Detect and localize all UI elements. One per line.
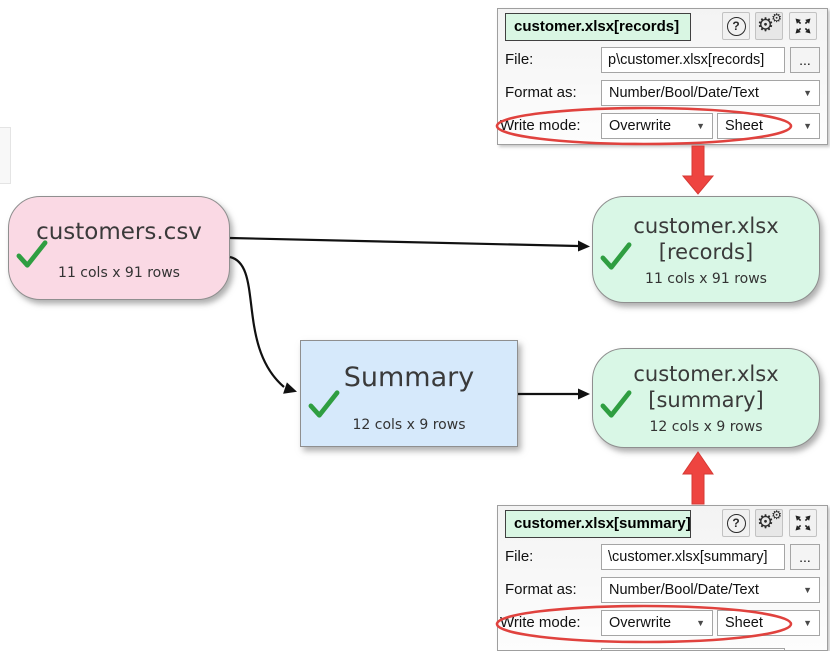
connector-source-to-records <box>229 236 590 252</box>
help-button[interactable]: ? <box>722 509 750 537</box>
expand-icon <box>795 18 811 34</box>
sheet-mode-dropdown[interactable]: Sheet ▼ <box>717 113 820 139</box>
node-customers-csv[interactable]: customers.csv 11 cols x 91 rows <box>8 196 230 300</box>
red-arrow-down-icon <box>681 145 715 195</box>
node-title: Summary <box>343 362 475 393</box>
node-customer-xlsx-records[interactable]: customer.xlsx [records] 11 cols x 91 row… <box>592 196 820 303</box>
format-as-label: Format as: <box>505 581 577 598</box>
gears-icon: ⚙ ⚙ <box>757 508 782 533</box>
browse-button[interactable]: ... <box>790 544 820 570</box>
chevron-down-icon: ▼ <box>696 121 705 131</box>
clipped-panel-edge <box>0 127 11 184</box>
format-as-dropdown[interactable]: Number/Bool/Date/Text ▼ <box>601 80 820 106</box>
gears-icon: ⚙ ⚙ <box>757 11 782 36</box>
connector-source-to-transform <box>229 255 297 394</box>
help-icon: ? <box>726 16 746 36</box>
settings-button[interactable]: ⚙ ⚙ <box>755 509 783 537</box>
node-customer-xlsx-summary[interactable]: customer.xlsx [summary] 12 cols x 9 rows <box>592 348 820 448</box>
write-mode-dropdown[interactable]: Overwrite ▼ <box>601 610 713 636</box>
expand-icon <box>795 515 811 531</box>
success-check-icon <box>600 390 632 418</box>
chevron-down-icon: ▼ <box>803 618 812 628</box>
file-path-input[interactable] <box>601 47 785 73</box>
success-check-icon <box>308 390 340 418</box>
expand-button[interactable] <box>789 12 817 40</box>
panel-title-input[interactable]: customer.xlsx[records] <box>505 13 691 41</box>
sheet-mode-dropdown[interactable]: Sheet ▼ <box>717 610 820 636</box>
help-icon: ? <box>726 513 746 533</box>
chevron-down-icon: ▼ <box>696 618 705 628</box>
file-label: File: <box>505 51 534 68</box>
format-as-dropdown[interactable]: Number/Bool/Date/Text ▼ <box>601 577 820 603</box>
file-path-input[interactable] <box>601 544 785 570</box>
write-mode-label: Write mode: <box>500 117 581 134</box>
output-panel-summary: customer.xlsx[summary] ? ⚙ ⚙ File: ... F… <box>497 505 828 651</box>
node-title: customers.csv <box>36 219 202 245</box>
chevron-down-icon: ▼ <box>803 585 812 595</box>
success-check-icon <box>600 242 632 270</box>
node-stats: 12 cols x 9 rows <box>352 417 466 433</box>
help-button[interactable]: ? <box>722 12 750 40</box>
node-stats: 12 cols x 9 rows <box>649 419 763 435</box>
node-stats: 11 cols x 91 rows <box>58 265 180 281</box>
write-mode-dropdown[interactable]: Overwrite ▼ <box>601 113 713 139</box>
chevron-down-icon: ▼ <box>803 88 812 98</box>
clipped-next-field <box>601 648 785 650</box>
success-check-icon <box>16 240 48 268</box>
chevron-down-icon: ▼ <box>803 121 812 131</box>
settings-button[interactable]: ⚙ ⚙ <box>755 12 783 40</box>
node-stats: 11 cols x 91 rows <box>645 270 767 287</box>
connector-transform-to-summary <box>518 388 590 400</box>
write-mode-label: Write mode: <box>500 614 581 631</box>
node-title: customer.xlsx [records] <box>633 213 779 264</box>
file-label: File: <box>505 548 534 565</box>
output-panel-records: customer.xlsx[records] ? ⚙ ⚙ File: ... F… <box>497 8 828 145</box>
red-arrow-up-icon <box>682 451 714 505</box>
panel-title-input[interactable]: customer.xlsx[summary] <box>505 510 691 538</box>
node-title: customer.xlsx [summary] <box>633 362 779 412</box>
browse-button[interactable]: ... <box>790 47 820 73</box>
format-as-label: Format as: <box>505 84 577 101</box>
node-summary-transform[interactable]: Summary 12 cols x 9 rows <box>300 340 518 447</box>
expand-button[interactable] <box>789 509 817 537</box>
